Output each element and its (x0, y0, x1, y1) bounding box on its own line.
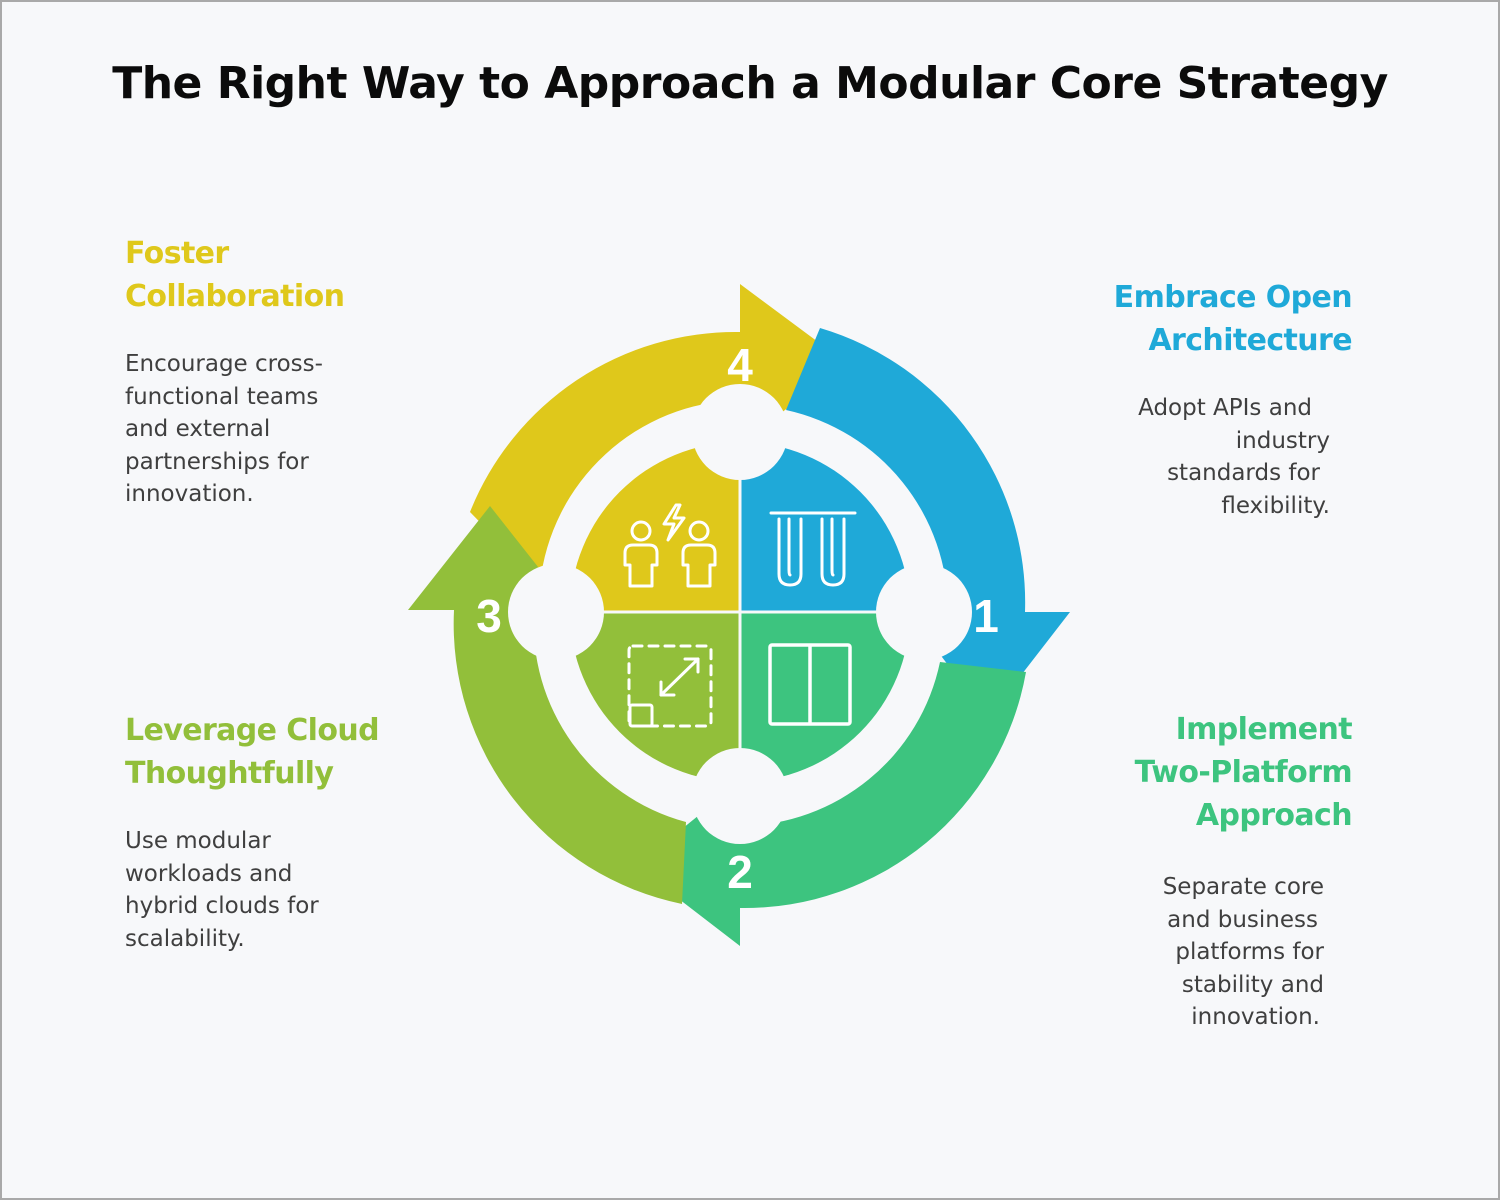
step-2-desc-line: stability and (1181, 971, 1324, 998)
step-2-desc-line: and business (1167, 906, 1318, 933)
step-4-number: 4 (727, 339, 753, 391)
step-3-text: Leverage Cloud Thoughtfully Use modular … (125, 709, 425, 955)
step-1-desc-line: Adopt APIs and (1138, 395, 1312, 421)
split-panel-icon (768, 643, 852, 726)
step-3-heading-line: Thoughtfully (125, 756, 334, 791)
collaboration-people-icon (623, 503, 717, 588)
step-4-desc-line: partnerships for (125, 448, 309, 475)
step-2-heading-line: Approach (1195, 798, 1353, 833)
step-4-desc-line: Encourage cross- (125, 351, 323, 377)
step-3-desc-line: Use modular (125, 828, 271, 854)
step-2-desc-line: Separate core (1162, 874, 1324, 900)
step-4-arrow (470, 284, 845, 584)
step-1-heading: Embrace Open Architecture (1052, 276, 1353, 362)
page-title: The Right Way to Approach a Modular Core… (112, 58, 1388, 109)
step-1-desc-line: standards for (1167, 460, 1320, 486)
quadrant-4 (570, 442, 740, 612)
step-4-heading: Foster Collaboration (125, 232, 425, 318)
step-1-desc-line: industry (1235, 427, 1330, 454)
step-1-number: 1 (973, 590, 999, 642)
step-4-text: Foster Collaboration Encourage cross- fu… (125, 232, 425, 511)
api-standards-icon (769, 511, 857, 587)
step-2-arrow (636, 662, 1026, 946)
step-3-heading: Leverage Cloud Thoughtfully (125, 709, 425, 795)
step-1-heading-line: Architecture (1148, 323, 1352, 358)
step-2-heading-line: Implement (1175, 712, 1353, 747)
step-4-desc-line: functional teams (125, 383, 319, 410)
step-1-heading-line: Embrace Open (1113, 280, 1353, 315)
notch-right (876, 564, 972, 660)
step-2-number: 2 (727, 846, 753, 898)
step-1-description: Adopt APIs and industry standards for fl… (1052, 392, 1352, 522)
quadrant-2 (740, 612, 910, 782)
quadrant-1 (740, 442, 910, 612)
step-4-desc-line: innovation. (125, 481, 254, 507)
quadrant-3 (570, 612, 740, 782)
step-4-heading-line: Foster (125, 236, 229, 271)
step-3-number: 3 (476, 590, 502, 642)
step-3-desc-line: hybrid clouds for (125, 893, 319, 919)
step-2-heading: Implement Two-Platform Approach (1052, 708, 1353, 837)
step-2-heading-line: Two-Platform (1134, 755, 1353, 790)
step-4-description: Encourage cross- functional teams and ex… (125, 348, 425, 511)
notch-top (692, 384, 788, 480)
notch-bottom (692, 748, 788, 844)
notch-left (508, 564, 604, 660)
scale-resize-icon (627, 644, 713, 728)
step-2-text: Implement Two-Platform Approach Separate… (1052, 708, 1353, 1034)
step-3-heading-line: Leverage Cloud (125, 713, 380, 748)
step-3-description: Use modular workloads and hybrid clouds … (125, 825, 425, 955)
step-4-heading-line: Collaboration (125, 279, 345, 314)
step-2-desc-line: platforms for (1175, 939, 1324, 965)
step-4-desc-line: and external (125, 416, 271, 442)
step-1-desc-line: flexibility. (1221, 492, 1330, 519)
step-1-text: Embrace Open Architecture Adopt APIs and… (1052, 276, 1353, 522)
step-3-desc-line: scalability. (125, 925, 245, 952)
step-2-desc-line: innovation. (1191, 1004, 1320, 1030)
step-3-arrow (408, 506, 686, 904)
step-3-desc-line: workloads and (125, 860, 293, 887)
step-2-description: Separate core and business platforms for… (1052, 871, 1352, 1034)
step-1-arrow (786, 328, 1070, 718)
